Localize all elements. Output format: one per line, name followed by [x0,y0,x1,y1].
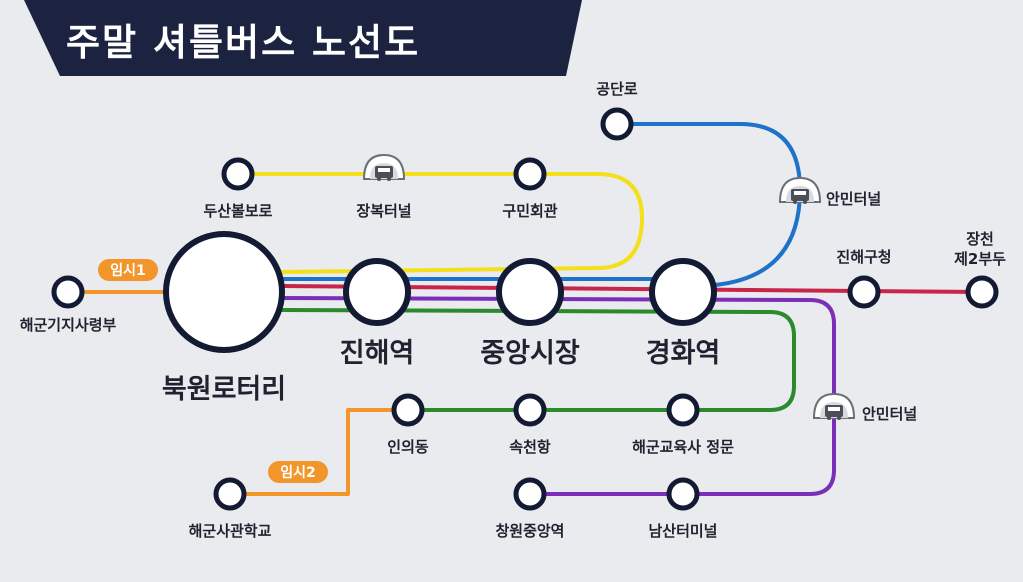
map-title: 주말 셔틀버스 노선도 [66,21,420,64]
tunnel-bus-icon [362,153,406,181]
stop-namsan-terminal[interactable] [666,477,700,511]
yellow-route [236,172,644,274]
green-route [280,308,796,412]
label-bukwon-rotary: 북원로터리 [162,374,286,405]
badge-temp2: 임시2 [268,461,328,483]
tunnel-bus-icon [778,176,822,204]
label-naval-school-gate: 해군교육사 정문 [632,438,734,456]
station-labels: 두산볼보로 장복터널 구민회관 공단로 안민터널 해군기지사령부 북원로터리 진… [20,80,1006,540]
badge-temp1-label: 임시1 [110,263,146,279]
stop-jinhae-gu-office[interactable] [847,275,881,309]
title-band [24,0,582,76]
blue-route [615,122,802,287]
label-naval-academy: 해군사관학교 [189,522,272,540]
label-changwon-jungang: 창원중앙역 [495,522,564,540]
label-dusanbobro: 두산볼보로 [203,202,272,220]
hub-gyeonghwa-station[interactable] [649,258,717,326]
stop-navy-base-hq[interactable] [51,275,85,309]
stop-gongdan-ro[interactable] [600,107,634,141]
hub-stations [163,231,717,353]
hub-bukwon-rotary[interactable] [163,231,285,353]
label-anmin-tunnel-bottom: 안민터널 [862,405,917,423]
purple-route [280,296,836,496]
stop-jangcheon[interactable] [965,275,999,309]
hub-jungang-market[interactable] [496,258,564,326]
stop-naval-school-gate[interactable] [666,393,700,427]
label-sokcheon-hang: 속천항 [509,438,551,456]
hub-jinhae-station[interactable] [343,258,411,326]
label-jangcheon-1: 장천 [966,230,994,248]
badge-temp2-label: 임시2 [280,465,316,481]
orange-temp2-route [228,408,408,496]
label-gongdan-ro: 공단로 [596,80,638,98]
label-navy-base-hq: 해군기지사령부 [20,316,117,334]
stop-gumin-hall[interactable] [513,157,547,191]
label-jinhae-station: 진해역 [340,338,415,369]
stop-changwon-jungang[interactable] [513,477,547,511]
label-jangbok-tunnel: 장복터널 [356,202,411,220]
label-anmin-tunnel-top: 안민터널 [826,190,881,208]
label-jinhae-gu-office: 진해구청 [836,248,891,266]
tunnel-bus-icon [812,392,856,420]
stop-sokcheon-hang[interactable] [513,393,547,427]
label-gyeonghwa-station: 경화역 [646,338,721,369]
label-jangcheon-2: 제2부두 [954,250,1006,268]
stop-dusanbobro[interactable] [221,157,255,191]
stop-naval-academy[interactable] [213,477,247,511]
small-stops [51,107,999,511]
badge-temp1: 임시1 [98,259,158,281]
label-jungang-market: 중앙시장 [480,338,580,369]
label-namsan-terminal: 남산터미널 [648,522,717,540]
label-gumin-hall: 구민회관 [502,202,557,220]
label-inui-dong: 인의동 [387,438,429,456]
stop-inui-dong[interactable] [391,393,425,427]
